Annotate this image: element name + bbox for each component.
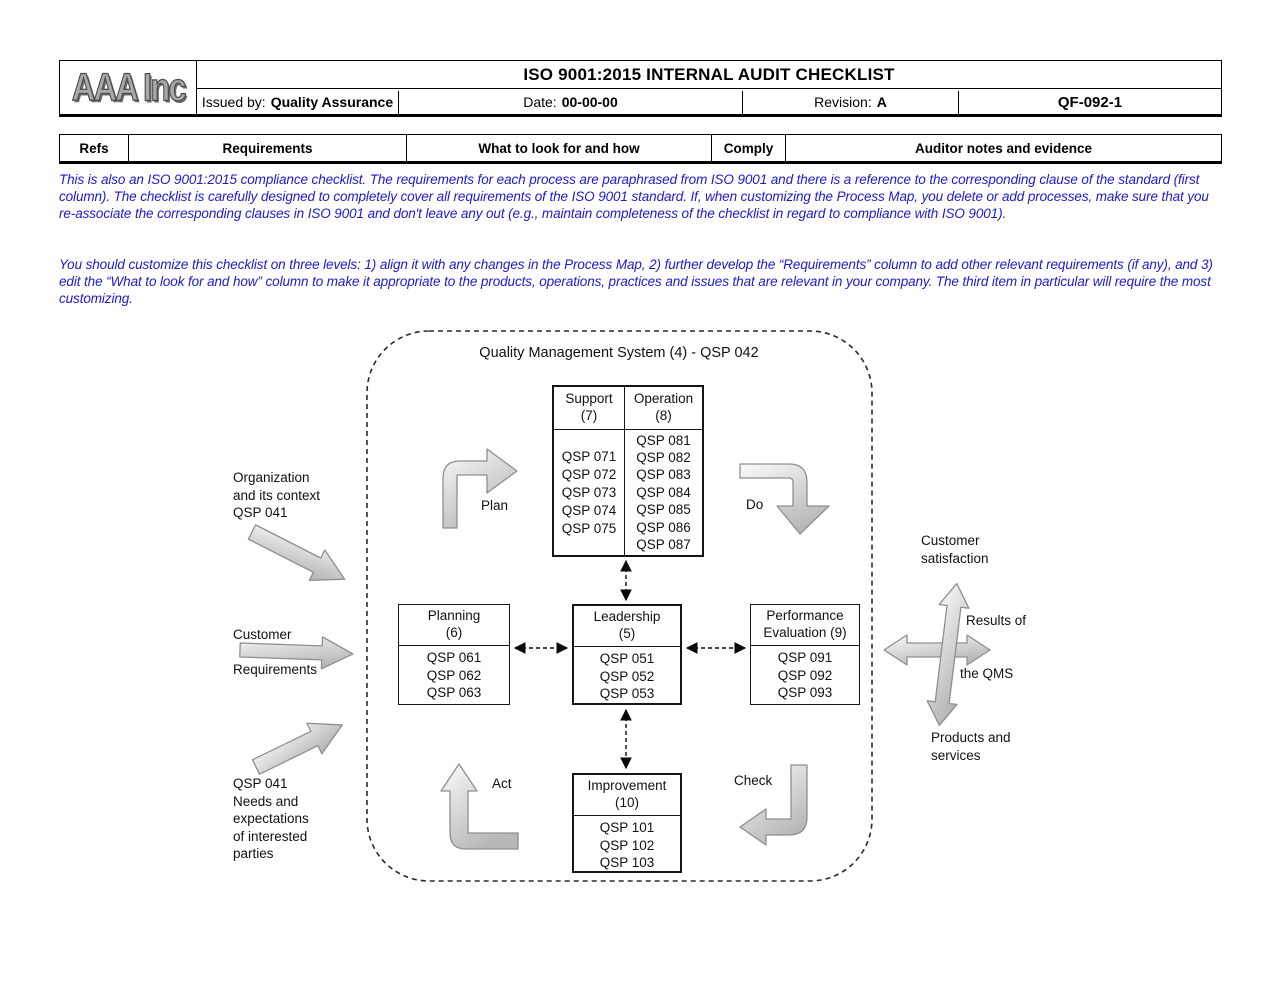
operation-box-title: Operation (8)	[625, 387, 702, 430]
qsp-item: QSP 072	[561, 466, 617, 482]
qsp-item: QSP 052	[599, 668, 655, 684]
qsp-item: QSP 084	[636, 484, 691, 500]
qsp-item: QSP 063	[426, 685, 482, 700]
qsp-item: QSP 093	[777, 685, 833, 700]
company-logo: AAA Inc	[60, 61, 197, 114]
date-cell: Date: 00-00-00	[399, 90, 743, 114]
performance-evaluation-box: Performance Evaluation (9) QSP 091 QSP 0…	[750, 604, 860, 705]
qsp-item: QSP 085	[636, 502, 691, 518]
leadership-box-items: QSP 051 QSP 052 QSP 053	[574, 647, 680, 703]
plan-label: Plan	[481, 498, 509, 513]
revision-label: Revision:	[814, 94, 872, 111]
qsp-item: QSP 075	[561, 520, 617, 536]
plan-arrow	[442, 448, 518, 529]
issued-by-value: Quality Assurance	[270, 94, 394, 111]
issued-by-cell: Issued by: Quality Assurance	[197, 90, 399, 114]
qsp-item: QSP 081	[636, 432, 691, 448]
organization-input-arrow	[247, 524, 346, 581]
instruction-paragraph-2: You should customize this checklist on t…	[59, 257, 1213, 306]
qsp-item: QSP 073	[561, 484, 617, 500]
requirements-label: Requirements	[233, 662, 318, 677]
document-info-row: Issued by: Quality Assurance Date: 00-00…	[197, 90, 1221, 114]
organization-context-label: Organization and its context QSP 041	[233, 470, 321, 520]
planning-box: Planning (6) QSP 061 QSP 062 QSP 063	[398, 604, 510, 705]
qsp-item: QSP 091	[777, 650, 833, 665]
improvement-box-title: Improvement (10)	[574, 775, 680, 816]
products-services-label: Products and services	[931, 730, 1011, 763]
qsp-item: QSP 074	[561, 502, 617, 518]
needs-expectations-label: QSP 041 Needs and expectations of intere…	[233, 776, 309, 861]
planning-box-title: Planning (6)	[399, 605, 509, 646]
date-value: 00-00-00	[561, 94, 618, 111]
revision-value: A	[876, 94, 887, 111]
column-header-requirements: Requirements	[129, 135, 407, 161]
results-of-label: Results of	[966, 613, 1027, 628]
the-qms-label: the QMS	[960, 666, 1014, 681]
revision-cell: Revision: A	[743, 90, 959, 114]
do-label: Do	[746, 497, 764, 512]
instruction-paragraph-1: This is also an ISO 9001:2015 compliance…	[59, 172, 1209, 221]
date-label: Date:	[523, 94, 557, 111]
document-header-table: AAA Inc ISO 9001:2015 INTERNAL AUDIT CHE…	[59, 60, 1222, 117]
improvement-box: Improvement (10) QSP 101 QSP 102 QSP 103	[572, 773, 682, 873]
customer-satisfaction-label: Customer satisfaction	[921, 533, 989, 566]
performance-evaluation-box-title: Performance Evaluation (9)	[751, 605, 859, 646]
column-header-what-to-look-for: What to look for and how	[407, 135, 712, 161]
qsp-item: QSP 053	[599, 686, 655, 701]
qsp-item: QSP 051	[599, 651, 655, 666]
column-header-refs: Refs	[60, 135, 129, 161]
support-operation-table: Support (7) Operation (8) QSP 071 QSP 07…	[552, 385, 704, 557]
qsp-item: QSP 082	[636, 449, 691, 465]
document-code: QF-092-1	[1057, 93, 1123, 111]
qms-output-arrow	[883, 582, 991, 727]
leadership-box-title: Leadership (5)	[574, 606, 680, 647]
qsp-item: QSP 062	[426, 667, 482, 683]
support-box-title: Support (7)	[554, 387, 625, 430]
diagram-title: Quality Management System (4) - QSP 042	[479, 345, 759, 361]
leadership-box: Leadership (5) QSP 051 QSP 052 QSP 053	[572, 604, 682, 705]
qsp-item: QSP 061	[426, 650, 482, 665]
qsp-item: QSP 071	[561, 448, 617, 464]
needs-input-arrow	[251, 722, 343, 775]
support-box-items: QSP 071 QSP 072 QSP 073 QSP 074 QSP 075	[554, 430, 625, 555]
operation-box-items: QSP 081 QSP 082 QSP 083 QSP 084 QSP 085 …	[625, 430, 702, 555]
qsp-item: QSP 087	[636, 537, 691, 553]
improvement-box-items: QSP 101 QSP 102 QSP 103	[574, 816, 680, 872]
qsp-item: QSP 083	[636, 467, 691, 483]
planning-box-items: QSP 061 QSP 062 QSP 063	[399, 646, 509, 702]
issued-by-label: Issued by:	[201, 94, 266, 111]
act-label: Act	[492, 776, 512, 791]
company-logo-text: AAA Inc	[71, 65, 187, 109]
column-header-comply: Comply	[712, 135, 786, 161]
document-title: ISO 9001:2015 INTERNAL AUDIT CHECKLIST	[197, 61, 1221, 89]
performance-evaluation-box-items: QSP 091 QSP 092 QSP 093	[751, 646, 859, 702]
checklist-column-headers: Refs Requirements What to look for and h…	[59, 134, 1222, 164]
customer-label: Customer	[233, 627, 292, 642]
qsp-item: QSP 102	[599, 837, 655, 853]
check-label: Check	[734, 773, 773, 788]
qsp-item: QSP 101	[599, 820, 655, 835]
qsp-item: QSP 086	[636, 519, 691, 535]
column-header-auditor-notes: Auditor notes and evidence	[914, 140, 1093, 156]
qsp-item: QSP 092	[777, 667, 833, 683]
qsp-item: QSP 103	[599, 855, 655, 870]
